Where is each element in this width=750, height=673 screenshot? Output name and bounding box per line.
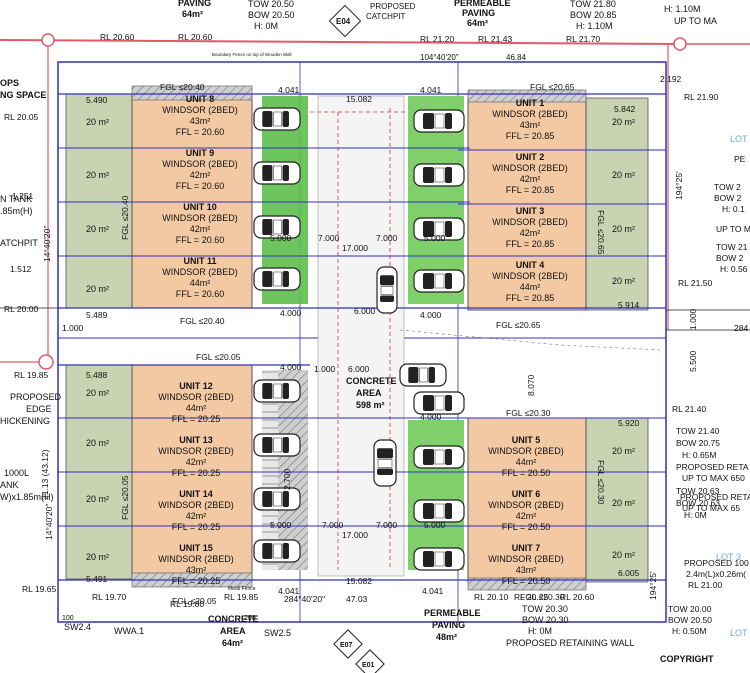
car [253, 539, 301, 563]
car [399, 363, 447, 387]
car [253, 487, 301, 511]
car [413, 217, 465, 241]
car [253, 379, 301, 403]
car [253, 267, 301, 291]
unit-dividers [58, 93, 666, 581]
car [413, 391, 465, 415]
car [373, 439, 397, 487]
car [413, 547, 465, 571]
car [253, 161, 301, 185]
car [253, 215, 301, 239]
car [413, 499, 465, 523]
concrete-area [310, 95, 661, 577]
parking-cars [253, 107, 465, 571]
car [413, 269, 465, 293]
car [376, 266, 398, 314]
car [253, 433, 301, 457]
car [253, 107, 301, 131]
car [413, 109, 465, 133]
unit-blocks [131, 85, 587, 591]
car [413, 163, 465, 187]
car [413, 445, 465, 469]
